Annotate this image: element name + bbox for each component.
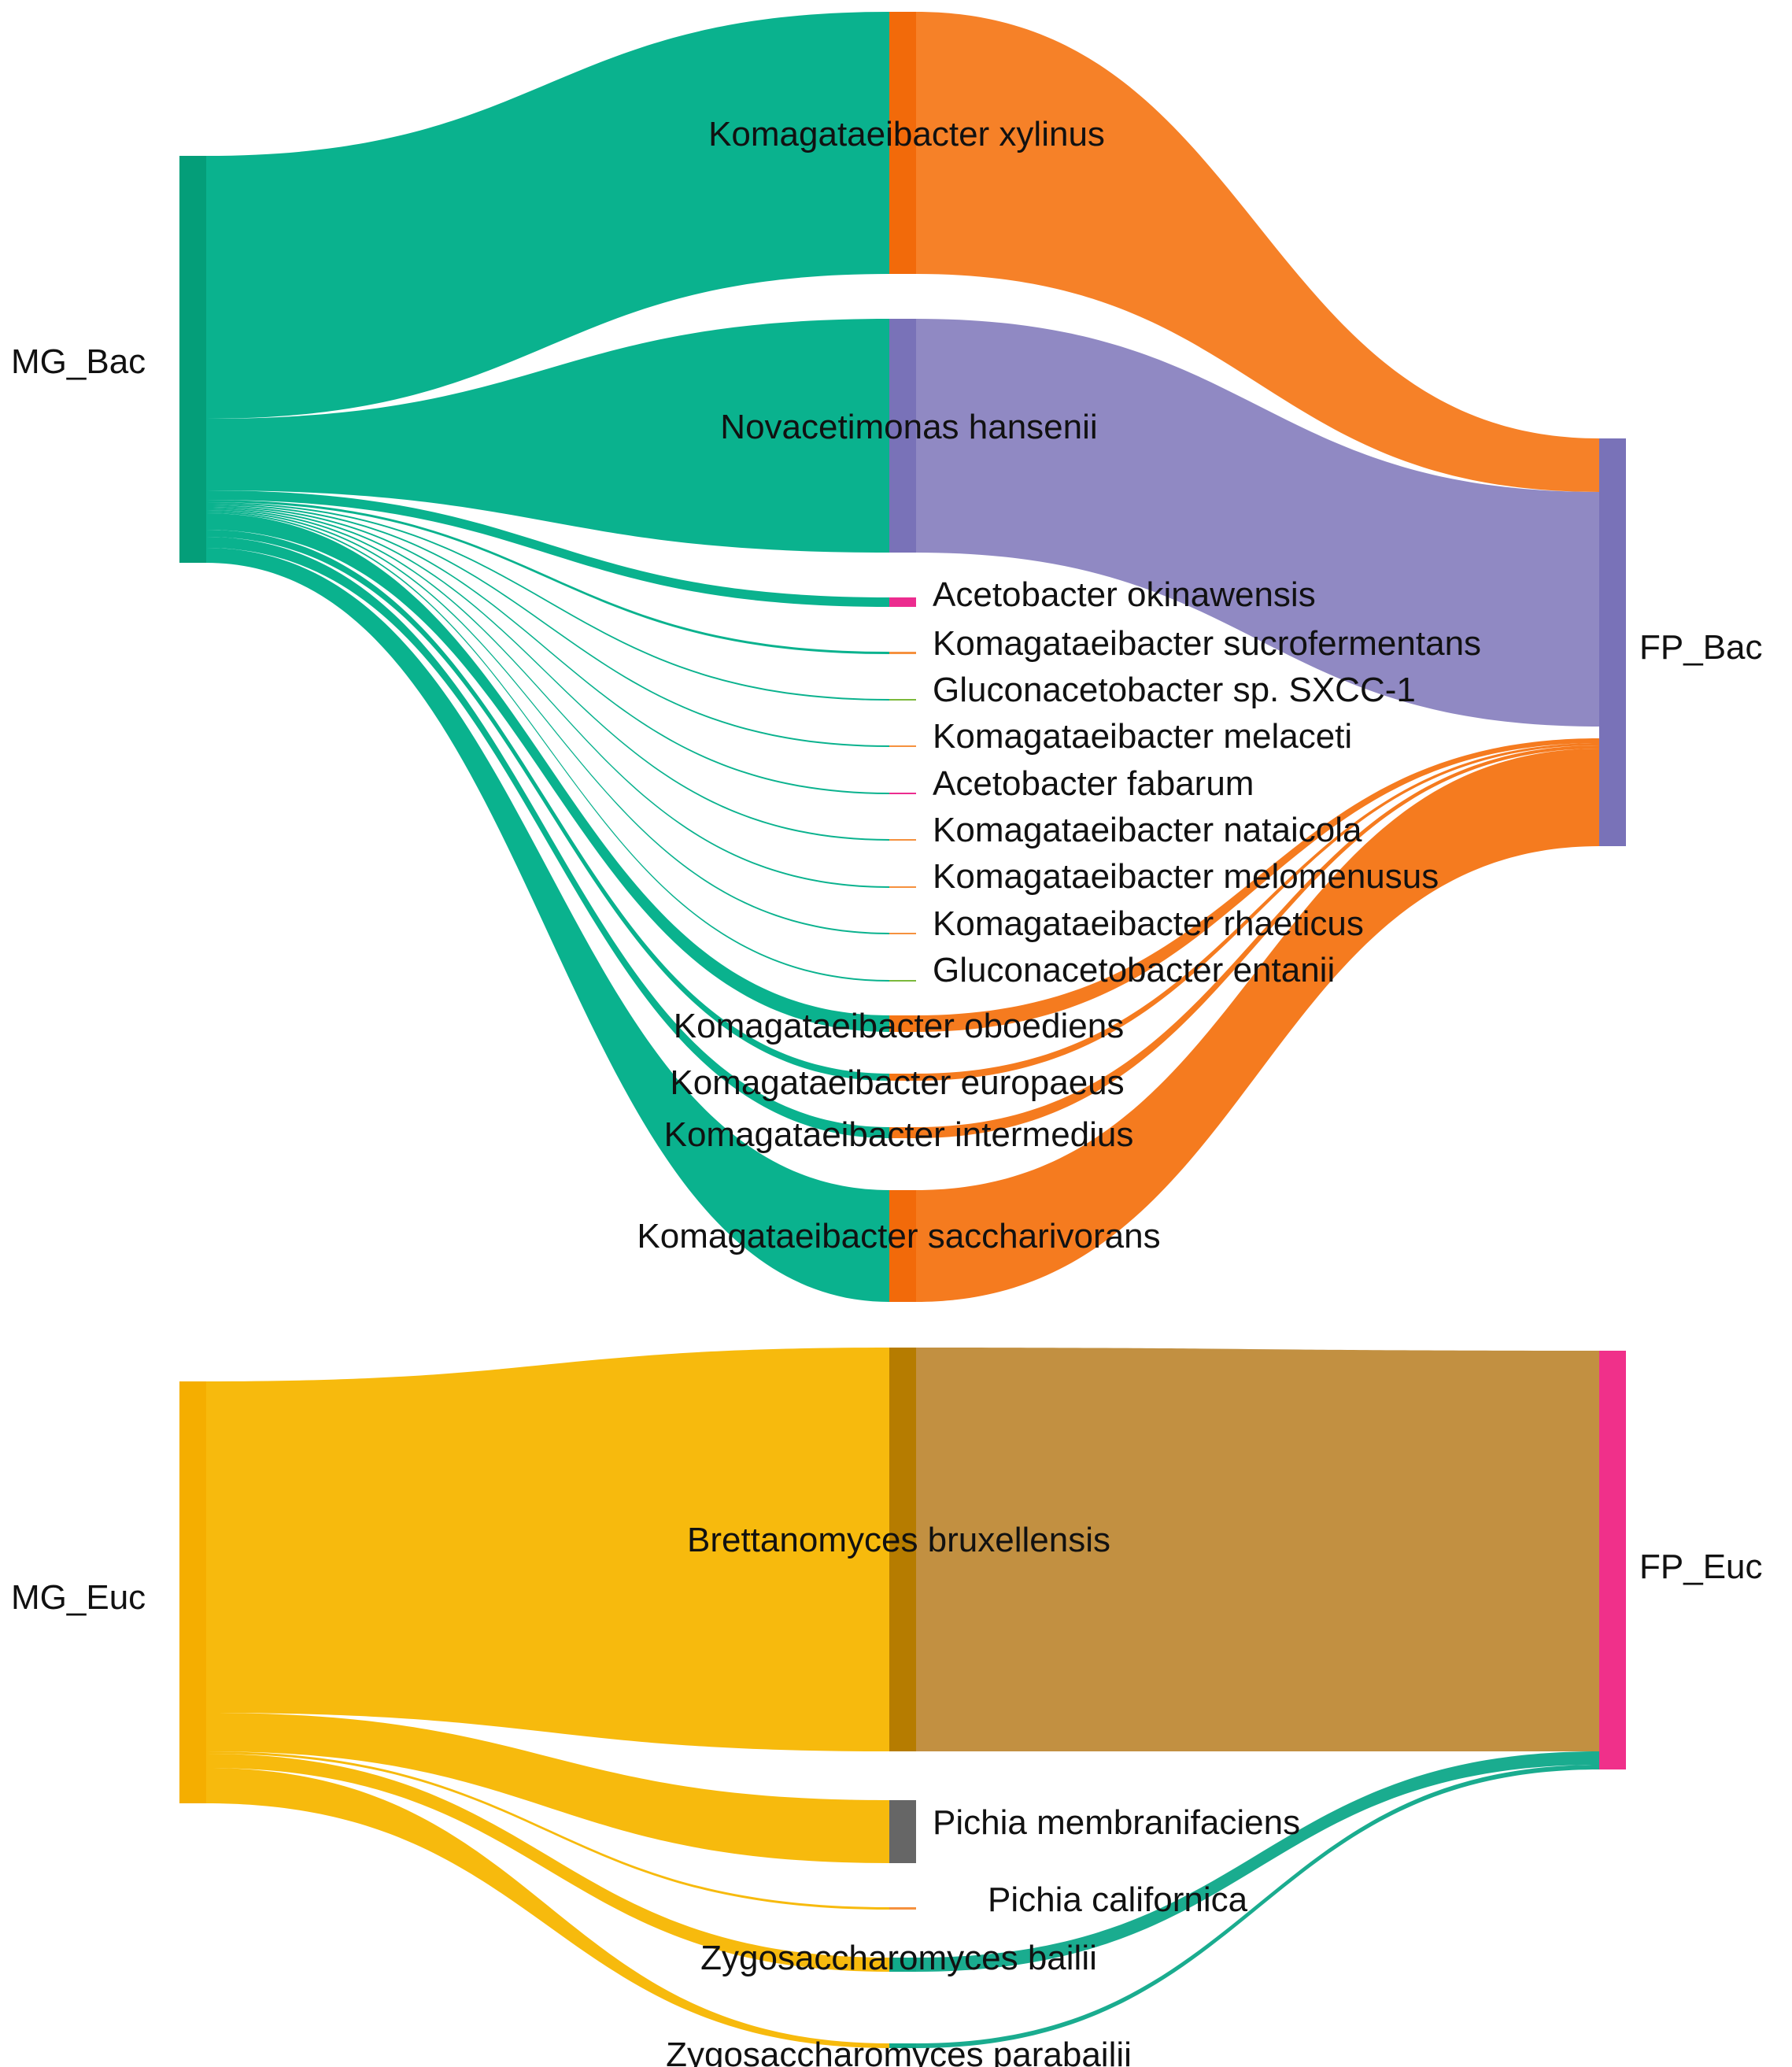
- label-MG_Euc: MG_Euc: [11, 1578, 146, 1617]
- label-ksa: Komagataeibacter saccharivorans: [637, 1217, 1160, 1255]
- node-zp: [889, 2043, 916, 2048]
- stub-gs: [889, 699, 916, 701]
- label-zb: Zygosaccharomyces bailii: [700, 1939, 1097, 1977]
- label-pm: Pichia membranifaciens: [933, 1803, 1300, 1842]
- stub-kmm: [889, 886, 916, 888]
- node-ksa: [889, 1190, 916, 1302]
- flow-target-ksa: [916, 749, 1599, 1302]
- label-FP_Bac: FP_Bac: [1639, 628, 1763, 667]
- label-kob: Komagataeibacter oboediens: [674, 1007, 1124, 1045]
- label-FP_Euc: FP_Euc: [1639, 1547, 1763, 1586]
- node-FP_Bac: [1599, 438, 1626, 846]
- label-ge: Gluconacetobacter entanii: [933, 951, 1335, 989]
- label-kr: Komagataeibacter rhaeticus: [933, 904, 1364, 943]
- label-ks: Komagataeibacter sucrofermentans: [933, 624, 1481, 663]
- stub-kme: [889, 745, 916, 747]
- node-MG_Bac: [179, 156, 206, 563]
- stub-kn: [889, 839, 916, 841]
- stub-af: [889, 793, 916, 794]
- label-ao: Acetobacter okinawensis: [933, 575, 1316, 614]
- node-FP_Euc: [1599, 1351, 1626, 1769]
- flow-source-pc: [206, 1751, 889, 1910]
- stub-ge: [889, 980, 916, 982]
- label-kn: Komagataeibacter nataicola: [933, 811, 1362, 849]
- flow-source-kr: [206, 510, 889, 934]
- label-gs: Gluconacetobacter sp. SXCC-1: [933, 671, 1416, 709]
- label-MG_Bac: MG_Bac: [11, 342, 146, 381]
- flow-source-kin: [206, 537, 889, 1138]
- node-nh: [889, 319, 916, 553]
- flow-target-bb: [916, 1348, 1599, 1751]
- flow-source-pm: [206, 1713, 889, 1863]
- nodes: [179, 12, 1626, 2048]
- flow-source-gs: [206, 502, 889, 701]
- label-kx: Komagataeibacter xylinus: [708, 115, 1105, 153]
- flow-target-zb: [916, 1751, 1599, 1972]
- node-MG_Euc: [179, 1381, 206, 1803]
- label-keu: Komagataeibacter europaeus: [670, 1063, 1124, 1102]
- stub-kr: [889, 933, 916, 934]
- flow-source-bb: [206, 1348, 889, 1751]
- flow-source-ao: [206, 490, 889, 607]
- flow-source-kmm: [206, 508, 889, 888]
- flow-target-nh: [916, 319, 1599, 727]
- flow-source-kob: [206, 513, 889, 1032]
- flow-target-kob: [916, 738, 1599, 1032]
- node-pm: [889, 1800, 916, 1863]
- flow-source-zp: [206, 1768, 889, 2048]
- node-kin: [889, 1127, 916, 1138]
- node-zb: [889, 1958, 916, 1972]
- target-flows: [916, 12, 1599, 2048]
- node-keu: [889, 1074, 916, 1081]
- source-flows: [206, 12, 889, 2048]
- node-ao: [889, 597, 916, 607]
- label-zp: Zygosaccharomyces parabailii: [666, 2036, 1132, 2067]
- flow-source-af: [206, 505, 889, 794]
- flow-source-kme: [206, 504, 889, 747]
- node-kx: [889, 12, 916, 274]
- flow-source-kn: [206, 507, 889, 841]
- label-af: Acetobacter fabarum: [933, 764, 1254, 803]
- label-pc: Pichia californica: [988, 1880, 1248, 1919]
- label-bb: Brettanomyces bruxellensis: [687, 1521, 1110, 1559]
- label-kme: Komagataeibacter melaceti: [933, 717, 1352, 756]
- label-kin: Komagataeibacter intermedius: [664, 1115, 1134, 1154]
- flow-source-nh: [206, 319, 889, 553]
- stub-ks: [889, 652, 916, 654]
- flow-target-kx: [916, 12, 1599, 492]
- stub-pc: [889, 1907, 916, 1910]
- flow-source-ks: [206, 500, 889, 654]
- label-kmm: Komagataeibacter melomenusus: [933, 857, 1439, 896]
- flow-target-zp: [916, 1765, 1599, 2048]
- flow-source-ge: [206, 512, 889, 982]
- flow-source-kx: [206, 12, 889, 419]
- flow-source-zb: [206, 1754, 889, 1972]
- flow-target-keu: [916, 743, 1599, 1081]
- flow-source-ksa: [206, 548, 889, 1302]
- label-nh: Novacetimonas hansenii: [720, 408, 1097, 446]
- flow-source-keu: [206, 530, 889, 1081]
- flow-target-kin: [916, 745, 1599, 1138]
- node-bb: [889, 1348, 916, 1751]
- node-kob: [889, 1015, 916, 1032]
